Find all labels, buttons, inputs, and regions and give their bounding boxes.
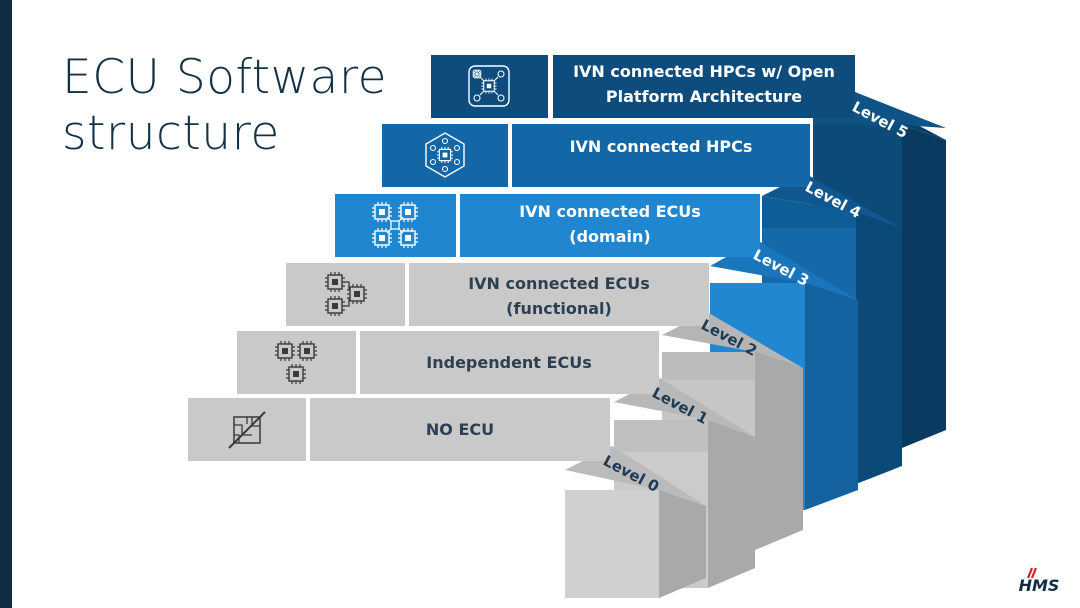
- title-line-2: structure: [62, 106, 280, 161]
- bar-level-1: [237, 331, 659, 394]
- bar-label-level-0: NO ECU: [426, 420, 494, 439]
- domain-chips-icon: [371, 201, 419, 249]
- bar-level-0: [188, 398, 610, 461]
- bar-label-2-level-3: (domain): [569, 227, 650, 246]
- level-icons: [228, 65, 510, 449]
- bar-label-level-4: IVN connected HPCs: [570, 137, 753, 156]
- bar-label-level-1: Independent ECUs: [426, 353, 591, 372]
- linked-chips-icon: [324, 271, 368, 317]
- hexagon-network-icon: [425, 132, 465, 178]
- bar-label-2-level-5: Platform Architecture: [606, 87, 802, 106]
- title-line-1: ECU Software: [62, 50, 388, 105]
- hms-logo-text: HMS: [1019, 576, 1060, 595]
- bar-label-2-level-2: (functional): [506, 299, 612, 318]
- bar-label-level-3: IVN connected ECUs: [519, 202, 701, 221]
- bar-labels: IVN connected HPCs w/ Open Platform Arch…: [426, 62, 835, 439]
- crossed-chip-icon: [228, 411, 266, 449]
- bar-label-level-2: IVN connected ECUs: [468, 274, 650, 293]
- bar-level-3: [335, 194, 760, 257]
- bar-label-level-5: IVN connected HPCs w/ Open: [573, 62, 835, 81]
- hms-logo: HMS: [1019, 567, 1060, 595]
- platform-network-icon: [468, 65, 510, 107]
- slide-title: ECU Software structure: [62, 50, 392, 162]
- bar-level-2: [286, 263, 709, 326]
- left-accent-bar: [0, 0, 12, 608]
